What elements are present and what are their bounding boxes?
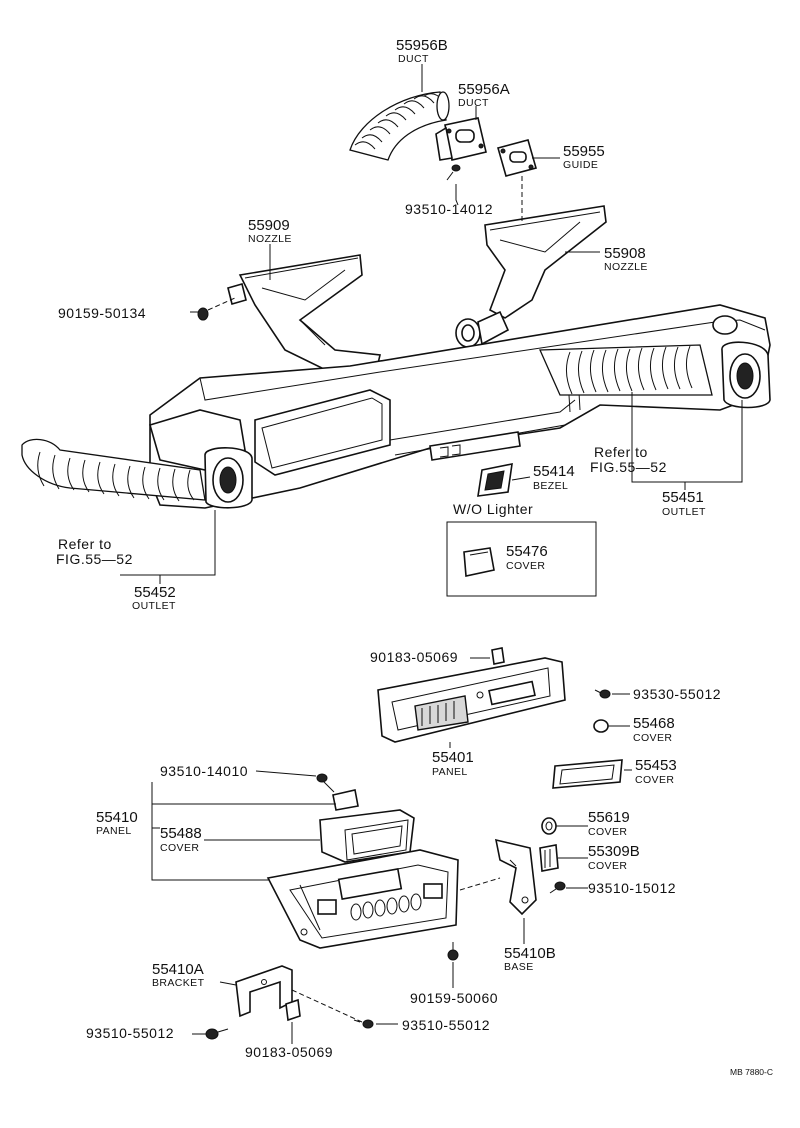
base-55410b-drawing	[494, 838, 537, 916]
label-55414-name: BEZEL	[533, 480, 568, 492]
bezel-55414-drawing	[477, 462, 513, 497]
label-55410b-name: BASE	[504, 961, 534, 973]
label-55453-name: COVER	[635, 774, 674, 786]
label-55909-number: 55909	[248, 217, 290, 234]
lighter-box	[446, 521, 597, 597]
drawing-code: MB 7880-C	[730, 1067, 773, 1077]
screw-93510-55012-left-drawing	[205, 1028, 229, 1040]
screw-93510-14010-drawing	[316, 773, 359, 811]
label-55410-name: PANEL	[96, 825, 132, 837]
label-55468-number: 55468	[633, 715, 675, 732]
label-55401-number: 55401	[432, 749, 474, 766]
nozzle-55908-drawing	[455, 205, 607, 348]
leader-lines	[120, 64, 743, 1044]
guide-55955-drawing	[497, 139, 537, 177]
label-55488-number: 55488	[160, 825, 202, 842]
label-55410a-name: BRACKET	[152, 977, 205, 989]
screw-90159-50134-drawing	[197, 297, 236, 321]
label-55619-number: 55619	[588, 809, 630, 826]
label-55476-number: 55476	[506, 543, 548, 560]
label-93510-55012-right: 93510-55012	[402, 1017, 490, 1033]
label-55956b-name: DUCT	[398, 53, 429, 65]
labels: 55956B DUCT 55956A DUCT 55955 GUIDE 9351…	[56, 37, 773, 1077]
label-90183-05069-bottom: 90183-05069	[245, 1044, 333, 1060]
label-55451-number: 55451	[662, 489, 704, 506]
label-55488-name: COVER	[160, 842, 199, 854]
label-55452-name: OUTLET	[132, 600, 176, 612]
label-55309b-name: COVER	[588, 860, 627, 872]
label-93510-55012-left: 93510-55012	[86, 1025, 174, 1041]
label-55955-number: 55955	[563, 143, 605, 160]
duct-55956a-drawing	[435, 117, 487, 161]
label-55410-number: 55410	[96, 809, 138, 826]
bracket-55410a-drawing	[235, 965, 293, 1018]
label-55451-name: OUTLET	[662, 506, 706, 518]
cover-55488-drawing	[319, 809, 415, 863]
panel-55401-drawing	[377, 657, 566, 743]
screw-93510-14012-drawing	[446, 164, 461, 181]
duct-55956b-drawing	[349, 91, 450, 161]
clip-90183-05069-bottom-drawing	[285, 998, 301, 1022]
outlet-55451-drawing	[539, 341, 771, 409]
label-93510-14012: 93510-14012	[405, 201, 493, 217]
label-55908-name: NOZZLE	[604, 261, 648, 273]
panel-55410-drawing	[266, 849, 459, 949]
label-55410a-number: 55410A	[152, 961, 204, 978]
clip-90183-05069-top-drawing	[491, 647, 505, 665]
label-55619-name: COVER	[588, 826, 627, 838]
refer-right-line1: Refer to	[594, 444, 648, 460]
cover-55468-drawing	[593, 719, 609, 733]
label-90159-50134: 90159-50134	[58, 305, 146, 321]
cover-55619-drawing	[541, 817, 557, 835]
refer-left-line2: FIG.55—52	[56, 551, 133, 567]
lighter-box-title: W/O Lighter	[453, 501, 533, 517]
label-55956b-number: 55956B	[396, 37, 448, 54]
outlet-55452-drawing	[21, 438, 253, 509]
refer-right-line2: FIG.55—52	[590, 459, 667, 475]
label-55453-number: 55453	[635, 757, 677, 774]
cover-55453-drawing	[552, 759, 623, 789]
nozzle-55909-drawing	[227, 254, 381, 373]
label-90159-50060: 90159-50060	[410, 990, 498, 1006]
label-55955-name: GUIDE	[563, 159, 598, 171]
label-55410b-number: 55410B	[504, 945, 556, 962]
label-55309b-number: 55309B	[588, 843, 640, 860]
label-55452-number: 55452	[134, 584, 176, 601]
screw-93530-55012-drawing	[594, 689, 611, 699]
refer-left-line1: Refer to	[58, 536, 112, 552]
label-55956a-number: 55956A	[458, 81, 510, 98]
label-90183-05069-top: 90183-05069	[370, 649, 458, 665]
label-55909-name: NOZZLE	[248, 233, 292, 245]
cover-55309b-drawing	[539, 844, 559, 872]
label-55908-number: 55908	[604, 245, 646, 262]
label-93530-55012: 93530-55012	[633, 686, 721, 702]
label-55956a-name: DUCT	[458, 97, 489, 109]
label-93510-15012: 93510-15012	[588, 880, 676, 896]
label-55401-name: PANEL	[432, 766, 468, 778]
label-93510-14010: 93510-14010	[160, 763, 248, 779]
screw-93510-15012-drawing	[549, 881, 566, 894]
label-55468-name: COVER	[633, 732, 672, 744]
label-55476-name: COVER	[506, 560, 545, 572]
label-55414-number: 55414	[533, 463, 575, 480]
screw-90159-50060-drawing	[447, 942, 459, 961]
screw-93510-55012-right-drawing	[353, 1019, 374, 1029]
